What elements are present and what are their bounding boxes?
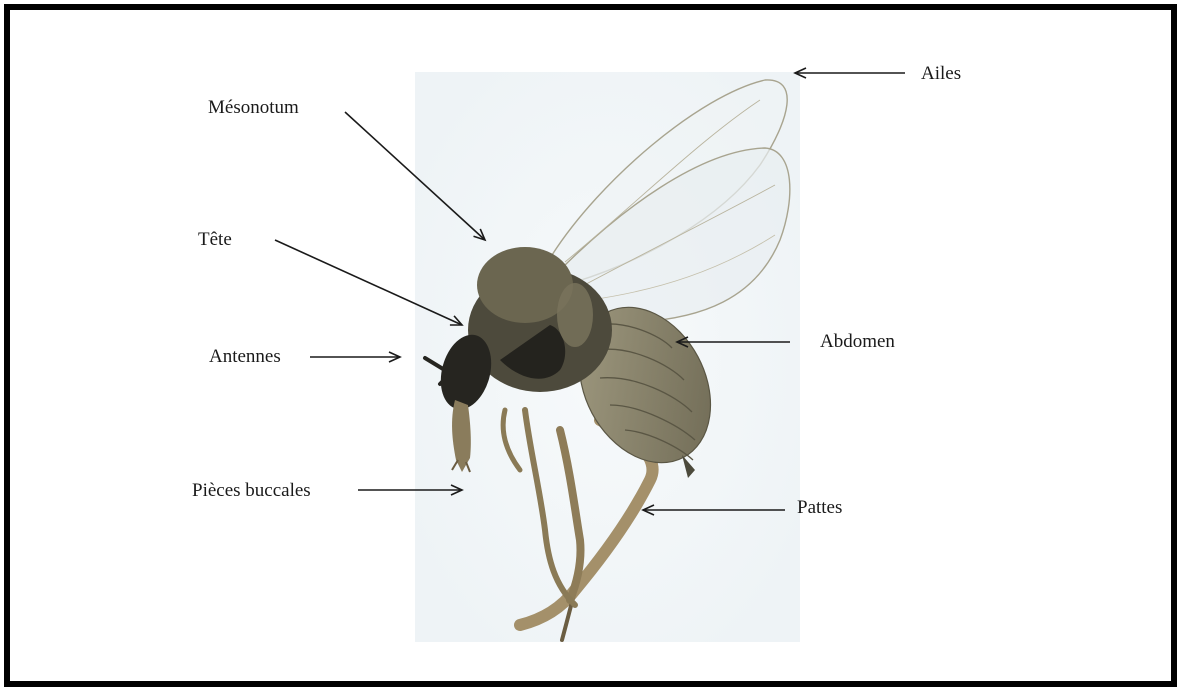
label-antennes: Antennes (209, 347, 281, 366)
label-ailes: Ailes (921, 64, 961, 83)
label-mesonotum: Mésonotum (208, 98, 299, 117)
label-pattes: Pattes (797, 498, 842, 517)
label-abdomen: Abdomen (820, 332, 895, 351)
label-tete: Tête (198, 230, 232, 249)
label-pieces-buccales: Pièces buccales (192, 481, 311, 500)
